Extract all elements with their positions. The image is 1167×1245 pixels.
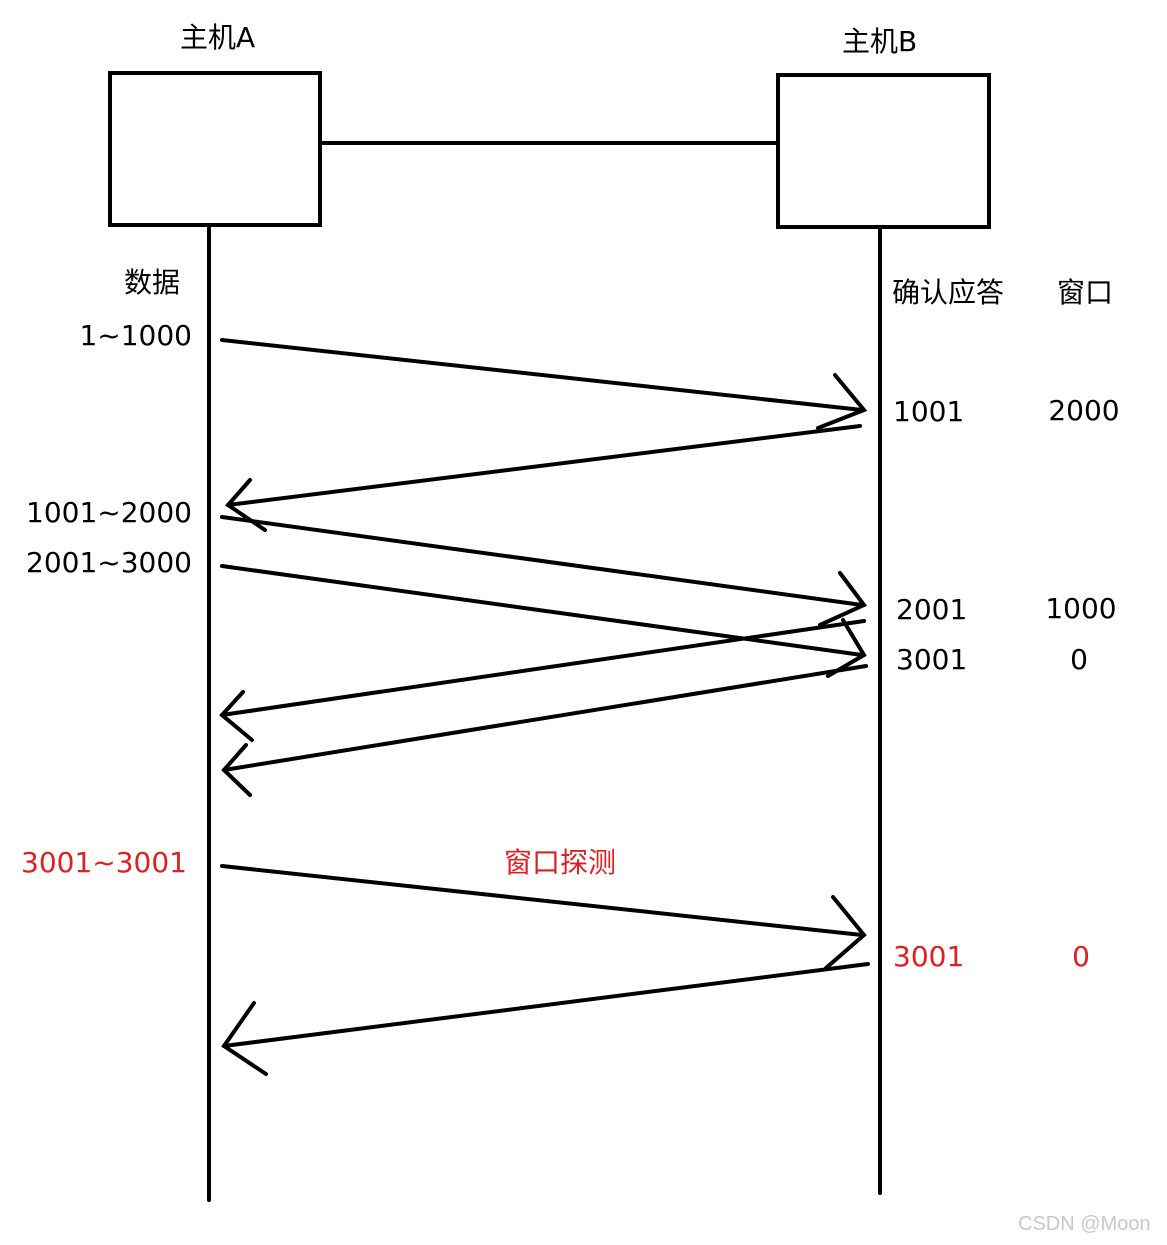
data-arrow-3 <box>220 564 867 678</box>
probe-label: 窗口探测 <box>504 846 617 879</box>
range-label: 2001~3000 <box>26 546 192 579</box>
probe-arrow <box>220 864 867 970</box>
ack-value: 3001 <box>896 643 968 676</box>
probe-range-label: 3001~3001 <box>21 846 187 879</box>
probe-ack-arrow <box>221 962 870 1076</box>
host-a-box <box>108 71 322 227</box>
window-value: 0 <box>1070 643 1088 676</box>
ack-arrow-3 <box>221 664 868 797</box>
range-label: 1001~2000 <box>26 496 192 529</box>
ack-header: 确认应答 <box>892 276 1005 309</box>
data-header: 数据 <box>124 266 181 299</box>
host-a-title: 主机A <box>180 21 256 54</box>
data-arrow-1 <box>220 338 868 430</box>
ack-value: 2001 <box>896 593 968 626</box>
host-b-title: 主机B <box>842 25 918 58</box>
probe-window-value: 0 <box>1072 940 1090 973</box>
watermark: CSDN @Moon <box>1018 1213 1151 1235</box>
ack-arrow-1 <box>224 424 862 532</box>
range-label: 1~1000 <box>79 319 192 352</box>
host-b-box <box>776 73 991 229</box>
window-value: 1000 <box>1045 592 1117 625</box>
window-header: 窗口 <box>1057 276 1114 309</box>
ack-arrow-2 <box>219 619 866 742</box>
window-value: 2000 <box>1048 394 1120 427</box>
ack-value: 1001 <box>893 395 965 428</box>
probe-ack-value: 3001 <box>893 940 965 973</box>
data-arrow-2 <box>220 515 868 627</box>
